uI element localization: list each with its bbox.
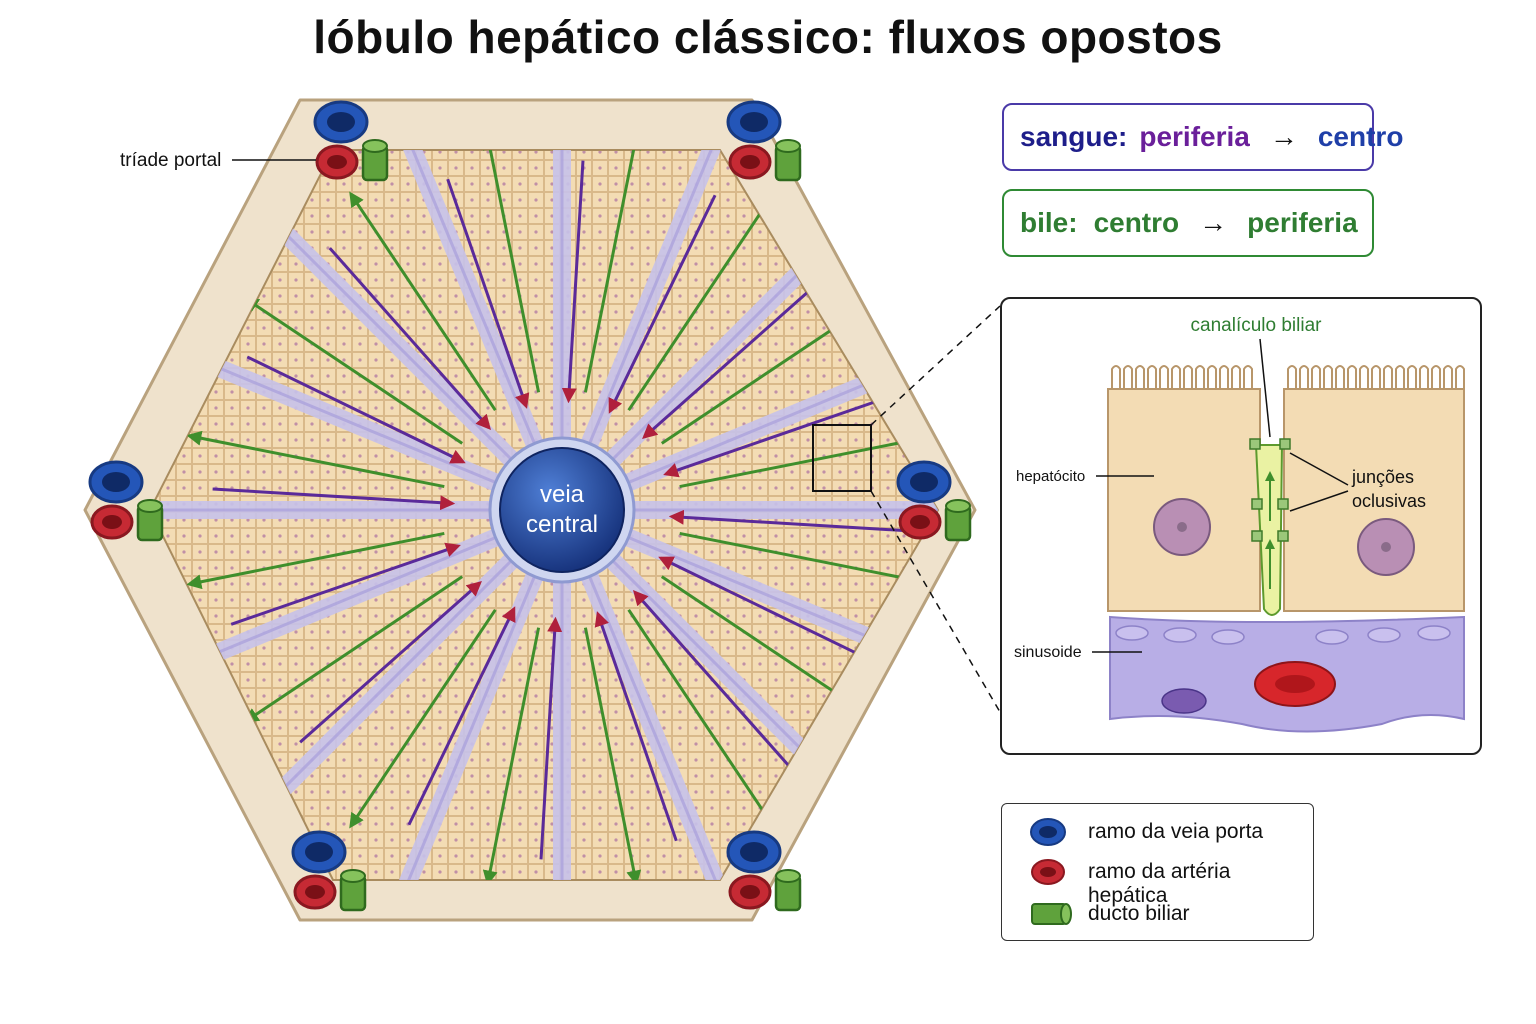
blood-flow-arrow	[658, 556, 878, 665]
blood-flow-arrow	[539, 616, 563, 860]
portal-vein-icon	[1030, 818, 1066, 846]
portal-triad	[291, 830, 367, 912]
portal-triad	[896, 460, 972, 542]
blood-flow-arrow	[328, 247, 492, 430]
central-vein-label-2: central	[526, 511, 598, 538]
bile-flow-arrow	[243, 575, 464, 723]
portal-triad	[313, 100, 389, 182]
portal-triad	[726, 100, 802, 182]
central-vein: veia central	[488, 436, 636, 584]
blood-flow-label: sangue:	[1020, 121, 1128, 152]
canaliculus-inset-drawing: canalículo biliar hepatócito junções ocl…	[1014, 315, 1465, 733]
legend: ramo da veia porta ramo da artéria hepát…	[1001, 803, 1314, 941]
blood-flow-arrow	[407, 606, 516, 826]
portal-triad-label: tríade portal	[120, 150, 221, 171]
bile-flow-arrow	[186, 430, 445, 489]
blood-flow-from: periferia	[1139, 121, 1250, 152]
page-title: lóbulo hepático clássico: fluxos opostos	[313, 11, 1223, 63]
central-vein-label: veia	[540, 481, 585, 508]
hepatocyte-right	[1283, 365, 1465, 612]
canaliculus-label: canalículo biliar	[1191, 315, 1323, 336]
bile-flow-box: bile: centro → periferia	[1002, 189, 1374, 257]
blood-flow-arrow	[446, 178, 530, 409]
bile-flow-arrow	[583, 150, 642, 393]
hepatocyte-label: hepatócito	[1016, 468, 1085, 485]
legend-item-portal-vein: ramo da veia porta	[1002, 812, 1315, 852]
blood-flow-arrow	[632, 590, 796, 773]
blood-flow-arrow-icon: →	[1269, 121, 1298, 152]
bile-flow-arrow	[482, 150, 541, 393]
bile-flow-arrow	[627, 191, 775, 412]
legend-label-hepatic-artery: ramo da artéria hepática	[1088, 860, 1231, 907]
sinusoid-core	[376, 509, 564, 880]
canaliculus-inset: canalículo biliar hepatócito junções ocl…	[1000, 297, 1482, 755]
blood-flow-arrow	[561, 160, 585, 404]
blood-flow-arrow	[246, 355, 466, 464]
sinusoid-core	[560, 509, 748, 880]
portal-triad	[726, 830, 802, 912]
bile-flow-from: centro	[1093, 207, 1180, 238]
blood-flow-arrow	[668, 509, 912, 533]
bile-flow-arrow	[243, 297, 464, 445]
bile-flow-arrow	[627, 608, 775, 829]
portal-triad	[88, 460, 164, 542]
bile-flow-arrow	[349, 191, 497, 412]
bile-flow-arrow	[482, 627, 541, 880]
blood-flow-arrow	[230, 542, 461, 626]
bile-flow-arrow	[186, 531, 445, 590]
bile-flow-arrow	[583, 627, 642, 880]
bile-duct-icon	[1031, 903, 1072, 925]
bile-flow-to: periferia	[1247, 207, 1358, 238]
blood-flow-arrow	[663, 394, 894, 478]
sinusoid-label: sinusoide	[1014, 644, 1082, 661]
legend-label-bile-duct: ducto biliar	[1088, 902, 1190, 925]
bile-canaliculus	[1254, 444, 1284, 616]
bile-flow-arrow	[679, 430, 938, 489]
bile-flow-arrow-icon: →	[1199, 207, 1228, 238]
blood-flow-arrow	[642, 276, 825, 440]
zoom-region-box	[812, 424, 872, 492]
legend-item-bile-duct: ducto biliar	[1002, 894, 1315, 934]
blood-flow-arrow	[608, 194, 717, 414]
sinusoid-core	[560, 150, 748, 511]
bile-flow-arrow	[679, 531, 938, 590]
sinusoid-core	[376, 150, 564, 511]
blood-flow-arrow	[299, 580, 482, 744]
junctions-label: junções	[1351, 467, 1414, 487]
legend-item-hepatic-artery: ramo da artéria hepática	[1002, 852, 1315, 907]
hepatic-artery-icon	[1031, 859, 1065, 885]
kupffer-cell-nucleus	[1161, 688, 1207, 714]
bile-flow-arrow	[349, 608, 497, 829]
bile-flow-label: bile:	[1020, 207, 1078, 238]
tight-junctions	[1249, 438, 1291, 542]
blood-flow-box: sangue: periferia → centro	[1002, 103, 1403, 171]
blood-flow-to: centro	[1317, 121, 1404, 152]
zoom-leader-bottom	[870, 490, 1001, 713]
zoom-leader-top	[870, 305, 1001, 426]
blood-flow-arrow	[594, 611, 678, 842]
legend-label-portal-vein: ramo da veia porta	[1088, 820, 1264, 843]
junctions-label-2: oclusivas	[1352, 491, 1426, 511]
blood-flow-arrow	[212, 487, 456, 511]
hepatocyte-left	[1107, 365, 1261, 612]
